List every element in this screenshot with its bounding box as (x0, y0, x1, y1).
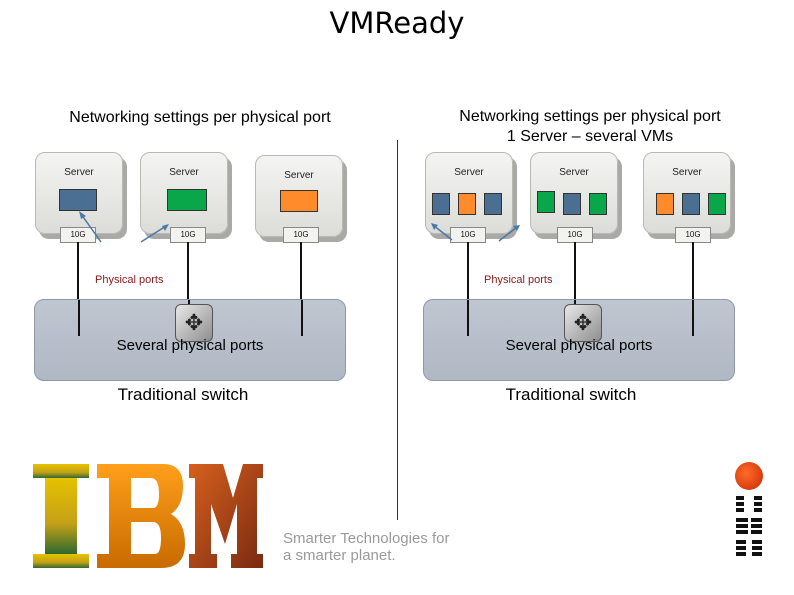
cable (692, 300, 694, 336)
physical-ports-label: Physical ports (484, 274, 553, 286)
connection-arrow-icon (498, 225, 520, 242)
section-divider (397, 140, 398, 520)
right-server-3: Server (643, 152, 731, 234)
cable (692, 242, 694, 300)
server-label: Server (672, 167, 702, 178)
server-label: Server (169, 167, 199, 178)
vm-box (280, 190, 318, 212)
right-heading-line1: Networking settings per physical port (459, 108, 721, 125)
physical-ports-label: Physical ports (95, 274, 164, 286)
left-server-2: Server (140, 152, 228, 234)
connection-arrow-icon (140, 224, 169, 243)
cable (301, 300, 303, 336)
connection-arrow-icon (431, 223, 453, 241)
cable (467, 242, 469, 300)
cable (467, 300, 469, 336)
vm-box (458, 193, 476, 215)
left-server-3: Server (255, 155, 343, 237)
server-label: Server (454, 167, 484, 178)
connection-arrow-icon (79, 211, 102, 243)
vm-box (59, 189, 97, 211)
vm-box (537, 191, 555, 213)
vm-box (708, 193, 726, 215)
port-10g: 10G (557, 227, 593, 243)
right-server-2: Server (530, 152, 618, 234)
vm-box (432, 193, 450, 215)
server-label: Server (559, 167, 589, 178)
cable (78, 300, 80, 336)
server-label: Server (284, 170, 314, 181)
switch-label: Several physical ports (116, 337, 264, 354)
switch-type-label: Traditional switch (505, 385, 637, 404)
smarter-planet-icon (735, 462, 763, 490)
page-title: VMReady (329, 6, 465, 40)
port-10g: 10G (283, 227, 319, 243)
vm-box (563, 193, 581, 215)
right-heading-line2: 1 Server – several VMs (506, 128, 674, 145)
tagline-line1: Smarter Technologies for (283, 530, 450, 547)
cable (300, 242, 302, 300)
vm-box (682, 193, 700, 215)
left-switch: ✥ Several physical ports (34, 299, 346, 381)
right-switch: ✥ Several physical ports (423, 299, 735, 381)
tagline-line2: a smarter planet. (283, 547, 396, 564)
server-label: Server (64, 167, 94, 178)
vm-box (484, 193, 502, 215)
cable (77, 242, 79, 300)
vm-box (167, 189, 207, 211)
switch-arrows-icon: ✥ (564, 304, 602, 342)
switch-label: Several physical ports (505, 337, 653, 354)
cable (574, 242, 576, 300)
switch-arrows-icon: ✥ (175, 304, 213, 342)
cable (187, 242, 189, 300)
vm-box (589, 193, 607, 215)
vm-box (656, 193, 674, 215)
port-10g: 10G (675, 227, 711, 243)
switch-type-label: Traditional switch (117, 385, 249, 404)
tagline: Smarter Technologies for a smarter plane… (283, 530, 449, 564)
port-10g: 10G (170, 227, 206, 243)
ibm-logo (33, 464, 263, 568)
ibm-vertical-logo (736, 496, 762, 556)
left-server-1: Server (35, 152, 123, 234)
left-heading: Networking settings per physical port (69, 109, 331, 126)
right-heading: Networking settings per physical port 1 … (425, 107, 755, 147)
